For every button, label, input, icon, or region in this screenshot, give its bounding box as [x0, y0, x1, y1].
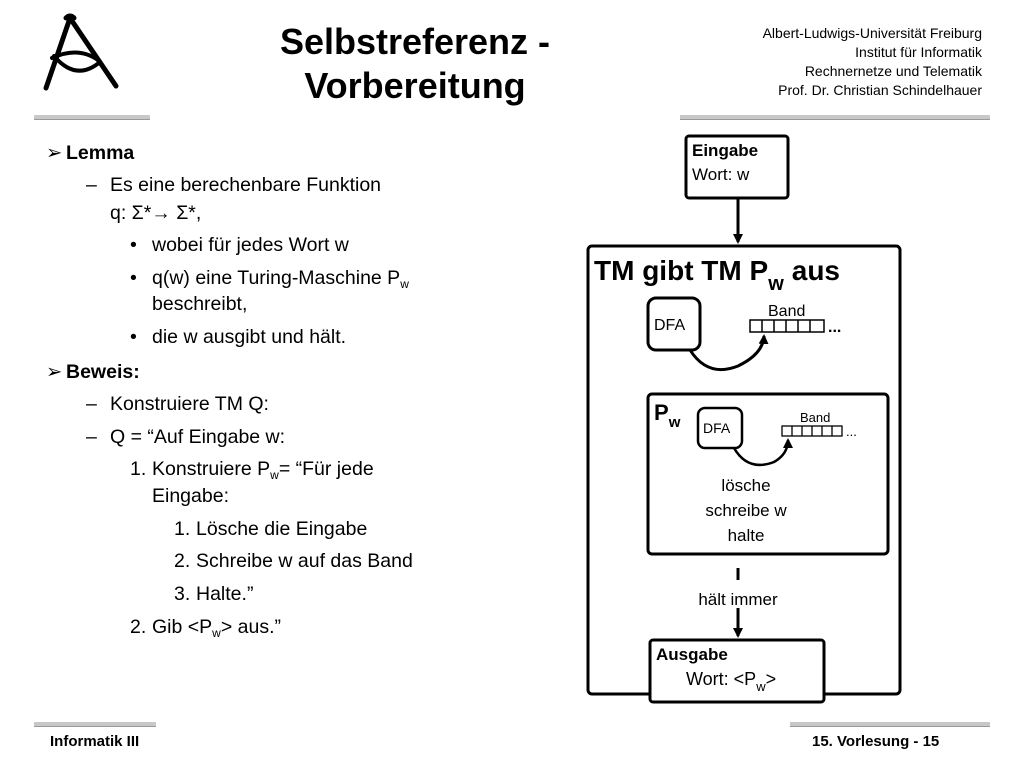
substep-1-number: 1. [174, 518, 191, 540]
pw-box [646, 392, 890, 556]
step-2-number: 2. [130, 616, 147, 638]
lemma-bullet-2-continued: beschreibt, [152, 293, 248, 315]
beweis-heading: Beweis: [66, 361, 140, 383]
lemma-line-1: Es eine berechenbare Funktion [110, 174, 382, 196]
lemma-bullet-2-subscript: w [400, 277, 409, 291]
beweis-item-1: Konstruiere TM Q: [110, 393, 269, 415]
tm-title-subscript: w [767, 273, 784, 295]
dot-bullet: • [130, 267, 137, 289]
dot-bullet: • [130, 326, 137, 348]
dash-bullet: – [86, 174, 97, 196]
lemma-bullet-1: wobei für jedes Wort w [152, 234, 349, 256]
step-2-subscript: w [212, 626, 221, 640]
output-box [648, 638, 826, 704]
inner-band-label: Band [800, 410, 830, 425]
dfa-label: DFA [654, 317, 685, 334]
tm-title-pre: TM gibt TM P [594, 255, 768, 286]
pw-label: Pw [654, 400, 681, 431]
institution-professor: Prof. Dr. Christian Schindelhauer [778, 82, 982, 98]
inner-dfa-to-tape-arrow [732, 438, 793, 467]
output-text-subscript: w [755, 679, 766, 694]
tape-outline [749, 319, 825, 333]
input-text: Wort: w [692, 165, 750, 184]
step-1-subscript: w [270, 468, 279, 482]
inner-tape [781, 425, 843, 437]
step-1-text: Konstruiere Pw= “Für jede [152, 457, 374, 481]
dash-bullet: – [86, 426, 97, 448]
title-line-2: Vorbereitung [304, 65, 526, 106]
output-text-pre: Wort: <P [686, 669, 756, 689]
substep-2-text: Schreibe w auf das Band [196, 550, 413, 572]
arrow-bullet-icon: ➢ [46, 361, 63, 383]
action-loesche: lösche [721, 476, 770, 495]
dash-bullet: – [86, 393, 97, 415]
halt-label: hält immer [698, 590, 778, 609]
dfa-box [646, 296, 702, 352]
university-logo-icon [32, 12, 128, 96]
institution-institute: Institut für Informatik [855, 44, 982, 60]
lemma-bullet-2-text: q(w) eine Turing-Maschine P [152, 267, 401, 289]
lemma-bullet-3: die w ausgibt und hält. [152, 326, 347, 348]
halt-label-background [678, 580, 802, 608]
substep-2-number: 2. [174, 550, 191, 572]
tape [749, 319, 825, 333]
institution-chair: Rechnernetze und Telematik [804, 63, 982, 79]
substep-3-number: 3. [174, 583, 191, 605]
step-2-pre: Gib <P [152, 616, 213, 638]
dfa-to-tape-arrow [688, 334, 769, 371]
header-divider-left [34, 115, 150, 120]
footer-divider-left [34, 722, 156, 727]
output-title: Ausgabe [656, 645, 728, 664]
action-schreibe: schreibe w [705, 501, 787, 520]
step-1-continued: Eingabe: [152, 485, 229, 507]
institution-university: Albert-Ludwigs-Universität Freiburg [762, 25, 982, 41]
footer-page-number: 15. Vorlesung - 15 [812, 733, 940, 750]
institution-block: Albert-Ludwigs-Universität Freiburg Inst… [763, 24, 982, 100]
lemma-heading: Lemma [66, 142, 135, 164]
band-label: Band [768, 303, 805, 320]
slide-title: Selbstreferenz - Vorbereitung [230, 20, 600, 108]
action-halte: halte [728, 526, 765, 545]
pw-label-subscript: w [668, 414, 681, 431]
output-text-post: > [766, 669, 777, 689]
header-divider-right [680, 115, 990, 120]
slide-content: ➢ Lemma – Es eine berechenbare Funktion … [46, 142, 413, 639]
title-line-1: Selbstreferenz - [279, 21, 551, 62]
arrow-bullet-icon: ➢ [46, 142, 63, 164]
substep-1-text: Lösche die Eingabe [196, 518, 368, 540]
dot-bullet: • [130, 234, 137, 256]
footer-course: Informatik III [50, 733, 140, 750]
step-2-text: Gib <Pw> aus.” [152, 615, 281, 639]
lemma-line-2: q: Σ*→ Σ*, [110, 202, 202, 224]
footer-divider-right [790, 722, 990, 727]
step-1-pre: Konstruiere P [152, 458, 271, 480]
beweis-item-2: Q = “Auf Eingabe w: [110, 426, 286, 448]
lemma-bullet-2: q(w) eine Turing-Maschine Pw [152, 266, 409, 290]
step-1-post: = “Für jede [278, 458, 374, 480]
input-title: Eingabe [692, 141, 758, 160]
step-2-post: > aus.” [220, 616, 282, 638]
inner-dfa-label: DFA [703, 420, 731, 436]
output-text: Wort: <Pw> [686, 669, 776, 694]
substep-3-text: Halte.” [196, 583, 254, 605]
tm-title-post: aus [792, 255, 840, 286]
inner-tape-dots: ... [846, 424, 857, 439]
step-1-number: 1. [130, 458, 147, 480]
pw-label-letter: P [654, 400, 669, 425]
tape-dots: ... [828, 319, 841, 336]
inner-dfa-box [696, 406, 744, 450]
